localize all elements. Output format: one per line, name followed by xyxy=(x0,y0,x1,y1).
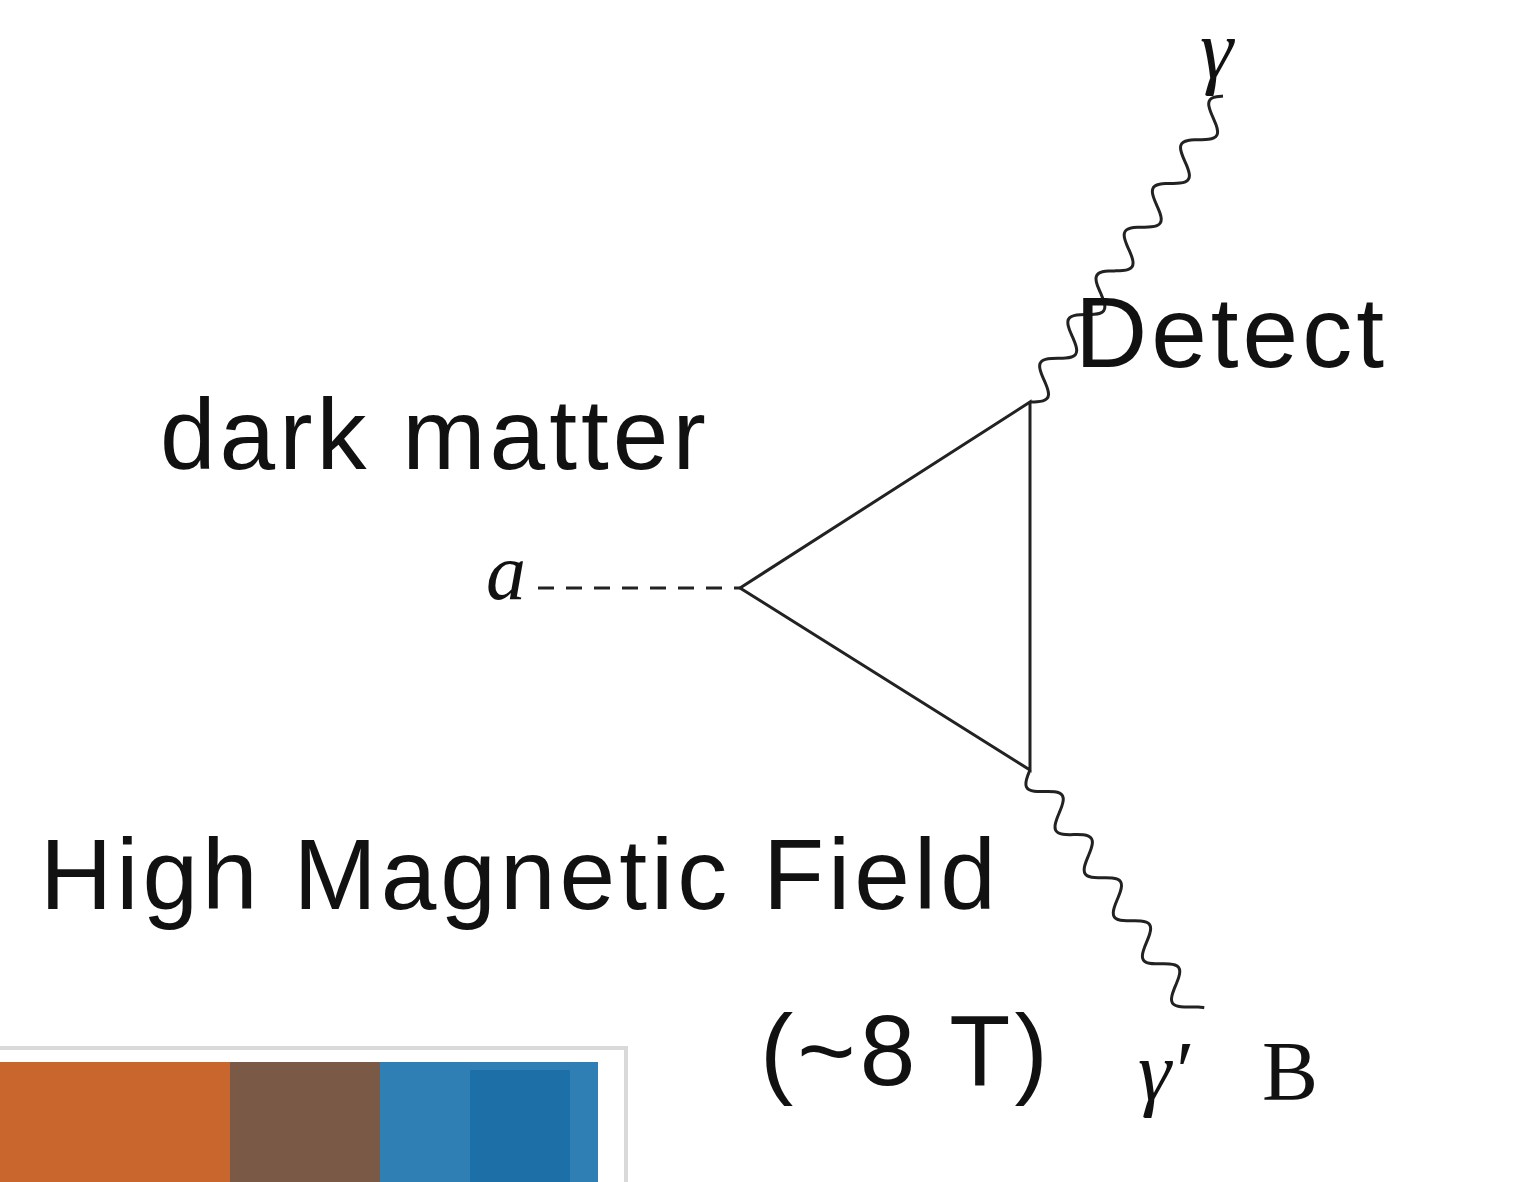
field-symbol: B xyxy=(1262,1030,1318,1114)
dark-matter-label: dark matter xyxy=(160,384,710,484)
photo-thumbnail xyxy=(0,1046,628,1182)
detect-label: Detect xyxy=(1075,282,1388,382)
axion-symbol: a xyxy=(486,532,526,612)
photon-wavy-line xyxy=(1026,770,1204,1008)
virtual-photon-symbol: γ′ xyxy=(1138,1030,1189,1114)
field-strength-label: (~8 T) xyxy=(760,1000,1052,1100)
photon-symbol: γ xyxy=(1200,8,1233,92)
fermion-loop-triangle xyxy=(740,402,1030,770)
axion-dashed-line xyxy=(538,587,740,590)
magnetic-field-label: High Magnetic Field xyxy=(40,824,1000,924)
